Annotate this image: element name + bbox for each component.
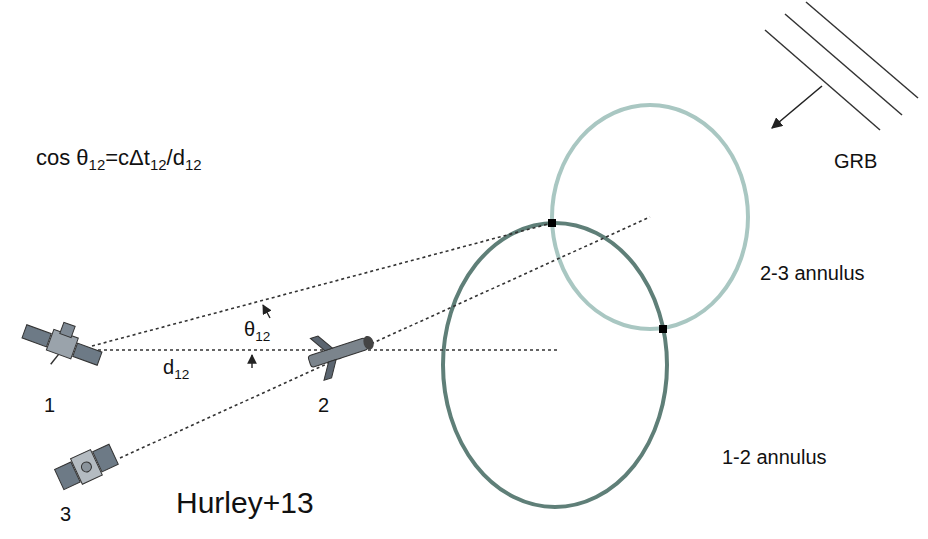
- spacecraft-number-text: 1: [44, 394, 55, 416]
- formula-text: /d: [167, 145, 185, 170]
- direction-line: [92, 223, 552, 346]
- baselines: [92, 217, 650, 458]
- baseline-23: [120, 217, 650, 458]
- subscript: 12: [185, 156, 202, 173]
- subscript: 12: [89, 156, 106, 173]
- formula-text: =cΔt: [105, 145, 150, 170]
- subscript: 12: [255, 329, 270, 344]
- spacecraft-number: 2: [318, 394, 329, 416]
- subscript: 12: [174, 367, 189, 382]
- annulus-label-text: 1-2 annulus: [722, 446, 827, 468]
- satellite-icon: [53, 442, 119, 493]
- intersection-point: [659, 325, 667, 333]
- formula-text: cos θ: [36, 145, 89, 170]
- baseline-label: d12: [163, 356, 189, 383]
- angle-label-text: θ: [244, 318, 255, 340]
- spacecraft-number: 3: [60, 503, 71, 525]
- satellite-icon: [17, 311, 107, 380]
- formula: cos θ12=cΔt12/d12: [36, 146, 202, 174]
- grb-arrow: [772, 86, 822, 128]
- intersection-point: [548, 219, 556, 227]
- angle-arrow: [263, 305, 270, 318]
- angle-label: θ12: [244, 318, 270, 345]
- annulus-label: 2-3 annulus: [760, 262, 865, 284]
- spacecraft-number-text: 3: [60, 503, 71, 525]
- spacecraft-number-text: 2: [318, 394, 329, 416]
- annulus-label-text: 2-3 annulus: [760, 262, 865, 284]
- angle-arrow: [251, 355, 252, 368]
- grb-wavefront: [765, 2, 918, 130]
- annulus-label: 1-2 annulus: [722, 446, 827, 468]
- baseline-label-text: d: [163, 356, 174, 378]
- annulus-12: [443, 223, 667, 507]
- source-label: GRB: [834, 150, 877, 172]
- subscript: 12: [150, 156, 167, 173]
- satellite-icon: [303, 320, 380, 383]
- citation-text: Hurley+13: [176, 486, 314, 519]
- citation: Hurley+13: [176, 486, 314, 519]
- spacecraft-number: 1: [44, 394, 55, 416]
- source-label-text: GRB: [834, 150, 877, 172]
